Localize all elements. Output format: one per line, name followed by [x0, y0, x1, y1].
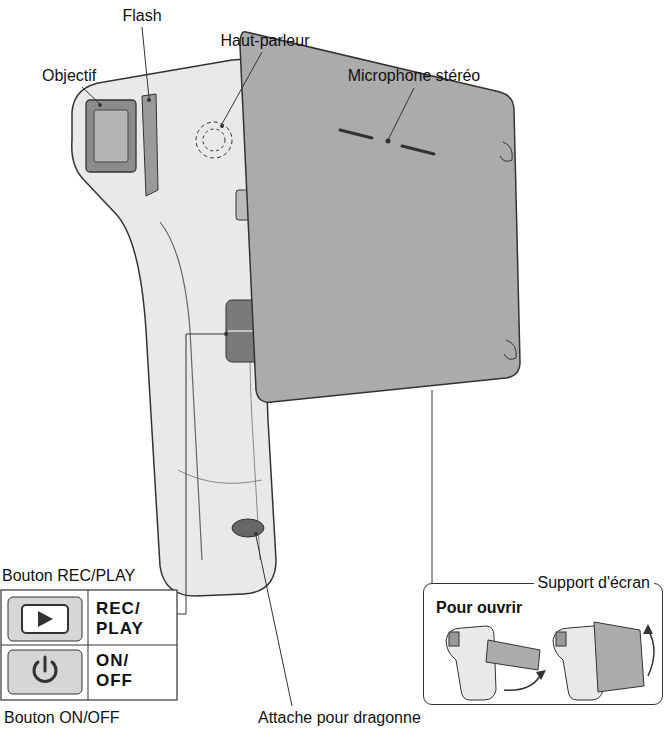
- part-label: Bouton ON/OFF: [4, 708, 120, 727]
- part-label: Flash: [122, 6, 161, 25]
- part-label: Microphone stéréo: [348, 66, 481, 85]
- box-text: Pour ouvrir: [436, 598, 522, 618]
- part-label: Haut-parleur: [221, 31, 310, 50]
- part-label: Attache pour dragonne: [258, 708, 421, 727]
- part-label: Bouton REC/PLAY: [2, 566, 135, 585]
- button-text: REC/ PLAY: [96, 599, 154, 639]
- box-heading: Support d'écran: [534, 573, 654, 593]
- part-label: Objectif: [42, 66, 96, 85]
- callout-box: Support d'écranPour ouvrir: [423, 583, 663, 705]
- button-text: ON/ OFF: [96, 651, 154, 691]
